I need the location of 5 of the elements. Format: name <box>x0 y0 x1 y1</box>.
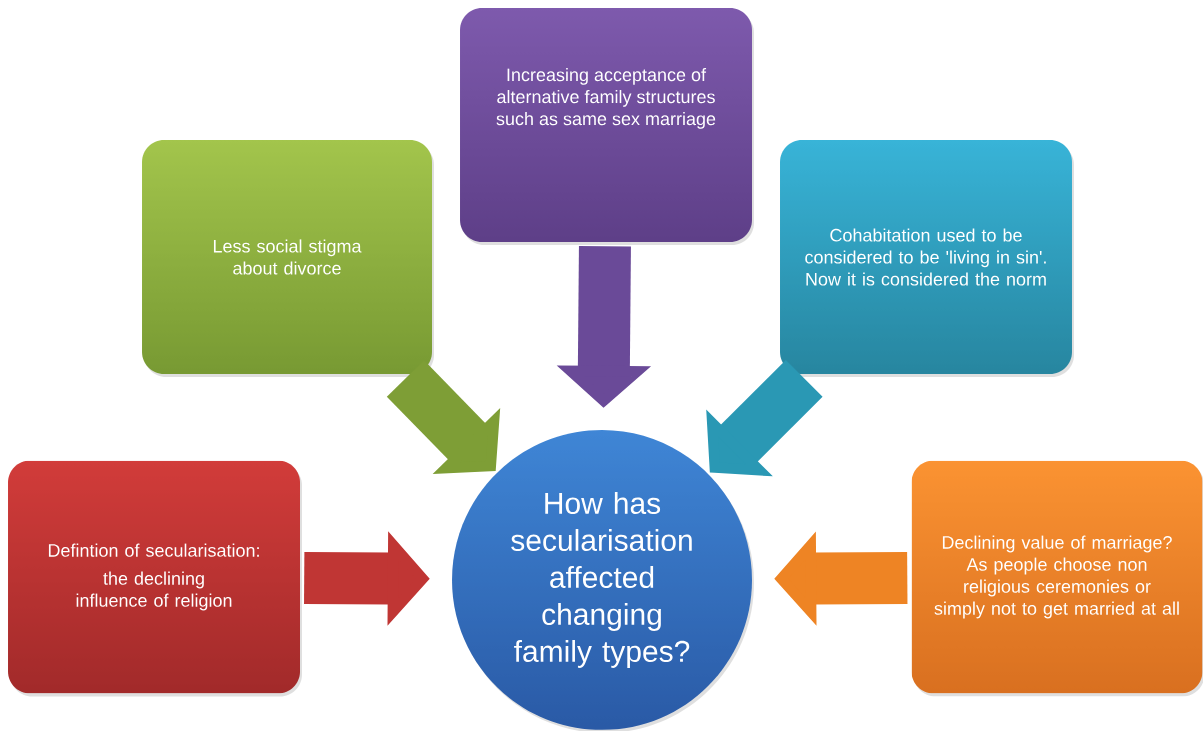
rounded-box: Defintion of secularisation: the declining influence of religion <box>8 460 302 697</box>
rounded-box: Declining value of marriage? As people choose non religious ceremonies or simply not to get married at all <box>911 460 1203 697</box>
rounded-box: Increasing acceptance of alternative family structures such as same sex marriage <box>460 8 754 245</box>
rounded-box: Less social stigma about divorce <box>142 140 434 377</box>
rounded-box: Cohabitation used to be considered to be 'living in sin'. Now it is considered the norm <box>780 140 1074 377</box>
